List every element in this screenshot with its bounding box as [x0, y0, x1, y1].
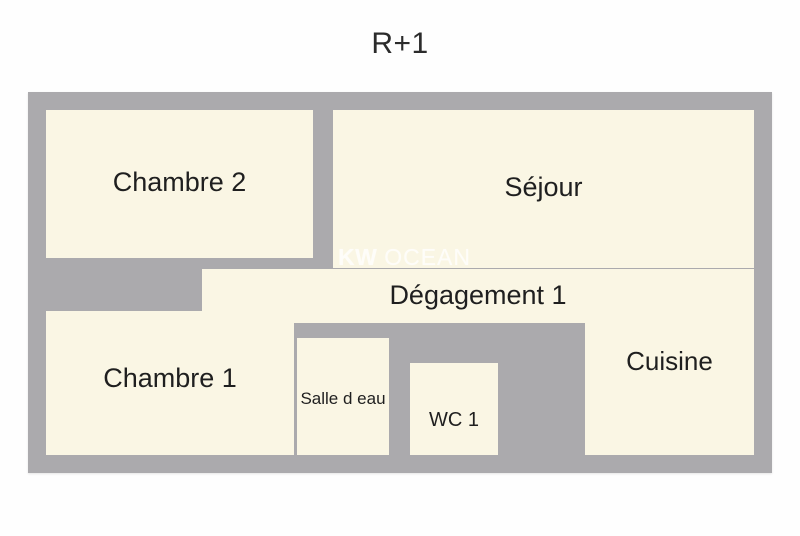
floor-plan-walls: Chambre 2 Séjour Dégagement 1 Chambre 1 … — [28, 92, 772, 473]
room-label-cuisine: Cuisine — [626, 346, 713, 376]
room-salle-d-eau: Salle d eau — [297, 338, 389, 455]
room-label-degagement-1: Dégagement 1 — [389, 280, 567, 310]
room-label-sejour: Séjour — [504, 172, 583, 202]
room-cuisine: Cuisine — [585, 278, 754, 455]
room-sejour: Séjour — [333, 110, 754, 268]
page-title: R+1 — [371, 27, 429, 60]
room-chambre-1: Chambre 1 — [46, 311, 294, 455]
room-label-chambre-2: Chambre 2 — [112, 167, 247, 197]
room-label-chambre-1: Chambre 1 — [103, 363, 237, 393]
room-label-wc-1: WC 1 — [429, 409, 479, 431]
room-chambre-2: Chambre 2 — [46, 110, 313, 258]
room-wc-1: WC 1 — [410, 363, 498, 455]
room-label-salle-d-eau: Salle d eau — [300, 389, 386, 408]
